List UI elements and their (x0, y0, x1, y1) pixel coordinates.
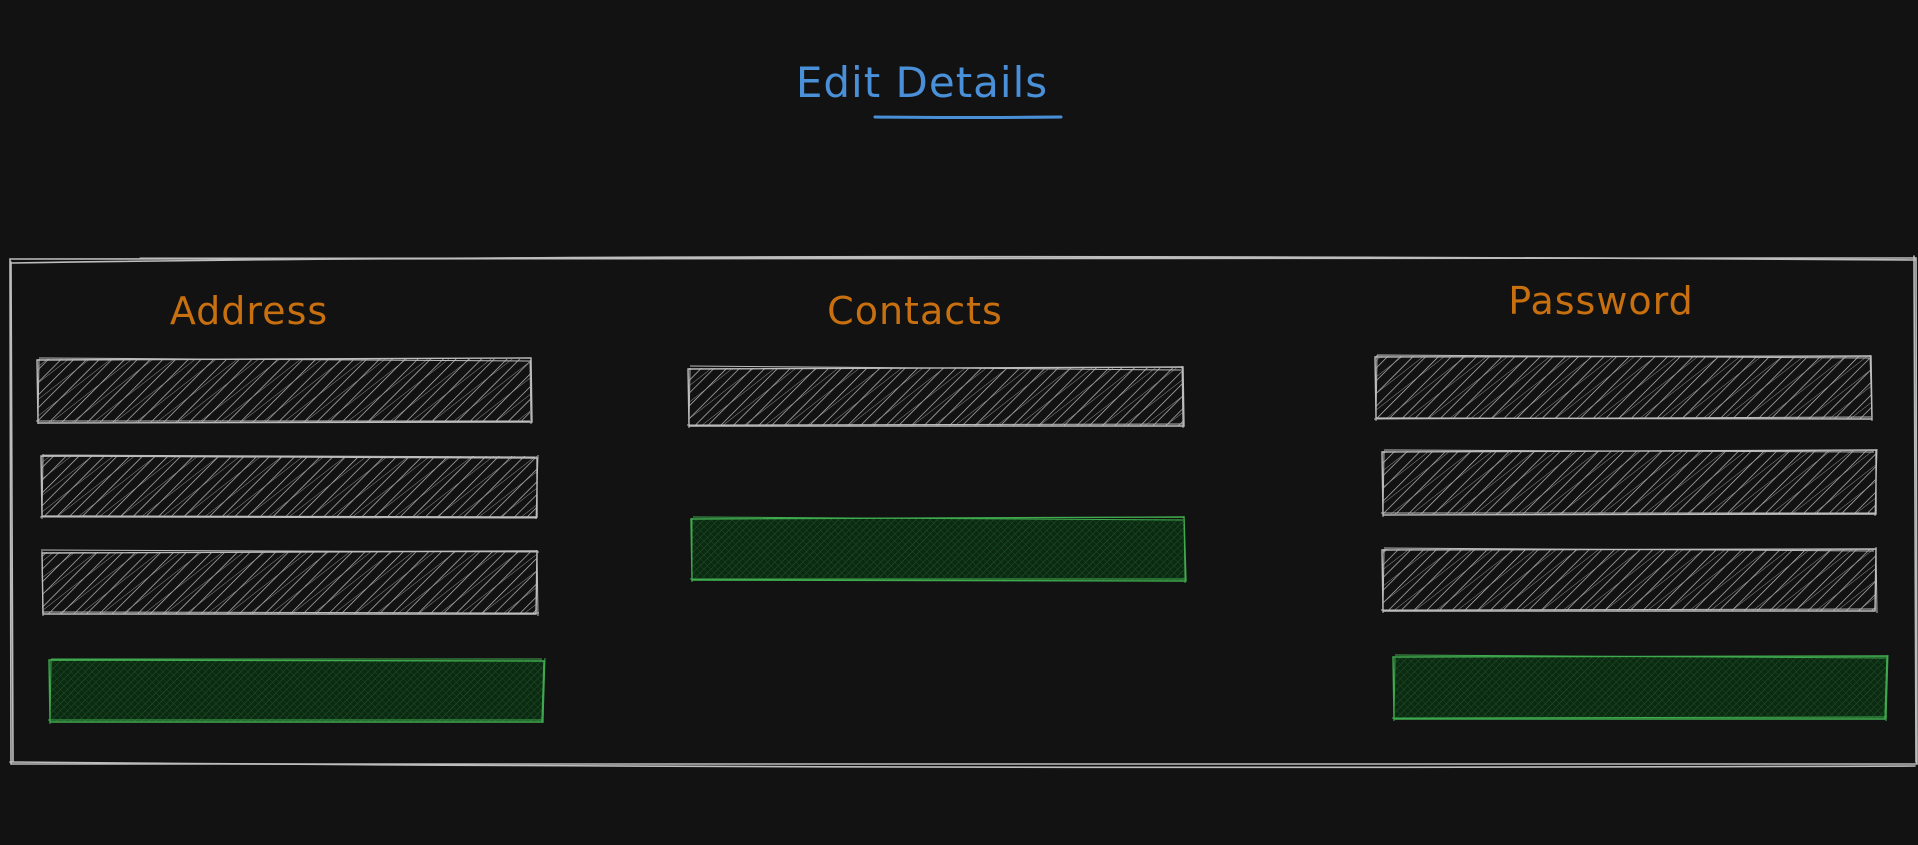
password-field-2[interactable] (1381, 448, 1878, 518)
contacts-field-1[interactable] (686, 365, 1185, 429)
password-field-1[interactable] (1373, 354, 1873, 422)
address-submit-button[interactable] (48, 657, 546, 725)
address-field-1[interactable] (36, 357, 533, 425)
address-field-3[interactable] (40, 549, 540, 617)
address-field-2[interactable] (39, 453, 539, 520)
title-underline (873, 115, 1063, 119)
section-title-address: Address (169, 289, 329, 333)
page-title: Edit Details (795, 58, 1049, 107)
contacts-submit-button[interactable] (690, 515, 1187, 584)
password-submit-button[interactable] (1391, 654, 1889, 722)
password-field-3[interactable] (1380, 546, 1878, 614)
form-container (9, 255, 1918, 769)
section-title-password: Password (1508, 279, 1694, 323)
section-title-contacts: Contacts (827, 289, 1003, 333)
